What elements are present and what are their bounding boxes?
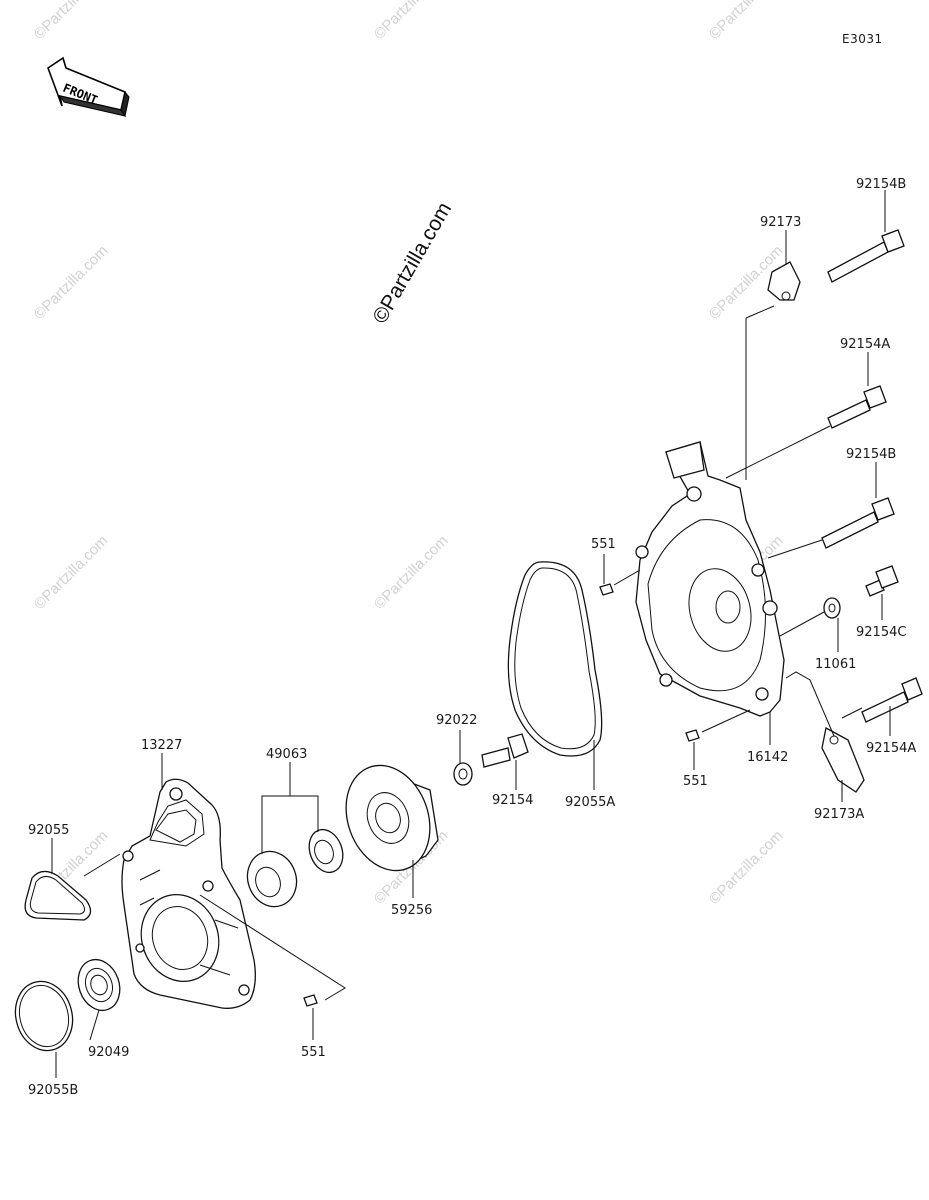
label-551-bottom: 551: [301, 1045, 326, 1060]
watermark: ©Partzilla.com: [31, 0, 112, 43]
label-92154C: 92154C: [856, 625, 906, 640]
bolt-92154: [481, 733, 529, 768]
label-92154B-top: 92154B: [856, 177, 906, 192]
watermark: ©Partzilla.com: [31, 242, 112, 323]
label-92173A: 92173A: [814, 807, 864, 822]
o-ring-92055: [24, 870, 92, 921]
label-11061: 11061: [815, 657, 856, 672]
watermark: ©Partzilla.com: [371, 0, 452, 43]
label-92154A-bottom: 92154A: [866, 741, 916, 756]
label-49063: 49063: [266, 747, 307, 762]
watermark: ©Partzilla.com: [371, 532, 452, 613]
label-551-right: 551: [683, 774, 708, 789]
part-labels: 13227 49063 92055 92049 92055B 551 59256…: [28, 177, 916, 1098]
washer-92022: [453, 762, 473, 786]
front-arrow-icon: FRONT: [47, 56, 130, 118]
dowel-pin-551-mid: [599, 583, 614, 596]
pump-body-16142: [635, 441, 785, 717]
label-92173: 92173: [760, 215, 801, 230]
watermark-main: ©Partzilla.com: [368, 199, 456, 328]
label-59256: 59256: [391, 903, 432, 918]
clamp-92173: [767, 261, 801, 301]
label-92154A-top: 92154A: [840, 337, 890, 352]
seal-92049: [77, 958, 121, 1012]
label-92154B-mid: 92154B: [846, 447, 896, 462]
clamp-92173A: [821, 727, 865, 793]
label-92055A: 92055A: [565, 795, 615, 810]
bolt-92154B-mid: [821, 497, 895, 549]
label-551-mid: 551: [591, 537, 616, 552]
label-92055B: 92055B: [28, 1083, 78, 1098]
label-92049: 92049: [88, 1045, 129, 1060]
label-92055: 92055: [28, 823, 69, 838]
leader-lines: [51, 190, 891, 1078]
label-92154: 92154: [492, 793, 533, 808]
bolt-92154A-bottom: [861, 677, 923, 723]
label-13227: 13227: [141, 738, 182, 753]
bolt-92154A-top: [827, 385, 887, 429]
diagram-code: E3031: [842, 32, 883, 46]
o-ring-92055B: [14, 980, 74, 1052]
seal-49063: [246, 828, 344, 908]
bolt-92154B-top: [827, 229, 905, 283]
watermark: ©Partzilla.com: [706, 827, 787, 908]
label-92022: 92022: [436, 713, 477, 728]
watermark: ©Partzilla.com: [31, 532, 112, 613]
impeller-59256: [345, 764, 439, 872]
dowel-pin-551-right: [685, 729, 700, 742]
dowel-pin-551-bottom: [303, 994, 318, 1007]
washer-11061: [823, 597, 841, 619]
gasket-92055A: [507, 561, 603, 757]
watermark: ©Partzilla.com: [706, 0, 787, 43]
label-16142: 16142: [747, 750, 788, 765]
cover-13227: [121, 778, 256, 1009]
bolt-92154C: [865, 565, 899, 597]
